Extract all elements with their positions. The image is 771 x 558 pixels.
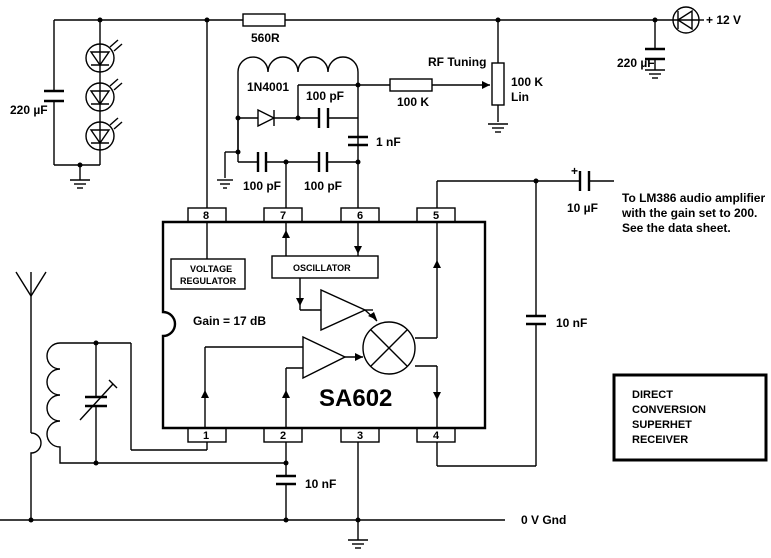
output-note-3: See the data sheet. <box>622 221 731 235</box>
oscillator-block <box>271 255 379 279</box>
tank-capacitor-right <box>317 152 329 172</box>
output-cap-polarity: + <box>571 164 578 178</box>
pin-3 <box>340 427 380 443</box>
mixer <box>362 321 416 375</box>
tuning-resistor <box>389 78 490 92</box>
oscillator-inductor <box>237 56 359 208</box>
pin-4-label: 4 <box>433 430 440 442</box>
output-note-1: To LM386 audio amplifier <box>622 191 765 205</box>
led-capacitor <box>44 89 64 103</box>
title-line-4: RECEIVER <box>632 434 688 446</box>
led-1 <box>85 39 123 73</box>
pin-8-label: 8 <box>203 210 209 222</box>
title-box <box>612 373 768 462</box>
led-capacitor-label: 220 µF <box>10 103 48 117</box>
output-wiring <box>436 178 614 467</box>
led-stack <box>85 39 123 151</box>
pin-5 <box>416 207 456 223</box>
oscillator-label: OSCILLATOR <box>293 263 351 273</box>
coupling-capacitor-label: 1 nF <box>376 135 401 149</box>
amplifier-lo <box>320 288 367 332</box>
tuning-potentiometer <box>491 17 505 122</box>
tank-capacitor-left-label: 100 pF <box>243 179 281 193</box>
pin-2 <box>263 427 303 443</box>
input-wiring <box>96 342 289 520</box>
pin2-capacitor <box>276 474 296 486</box>
supply-diode <box>672 6 704 34</box>
output-capacitor-label: 10 µF <box>567 201 598 215</box>
ground-rail <box>0 442 505 540</box>
pin-3-label: 3 <box>357 430 363 442</box>
title-line-2: CONVERSION <box>632 404 706 416</box>
led-2 <box>85 78 123 112</box>
coupling-capacitor <box>348 135 368 147</box>
title-line-1: DIRECT <box>632 389 673 401</box>
tuning-title: RF Tuning <box>428 55 486 69</box>
ground-symbol-supply <box>645 69 665 79</box>
pot-taper-label: Lin <box>511 90 529 104</box>
diode-label: 1N4001 <box>247 80 289 94</box>
varactor-diode <box>235 108 318 128</box>
pin4-5-capacitor <box>526 314 546 326</box>
led-3 <box>85 117 123 151</box>
pot-value-label: 100 K <box>511 75 543 89</box>
output-capacitor <box>578 171 591 191</box>
voltage-regulator-label-1: VOLTAGE <box>190 264 232 274</box>
ground-symbol-main <box>348 539 368 549</box>
tuning-capacitor <box>79 340 118 466</box>
voltage-regulator-label-2: REGULATOR <box>180 276 237 286</box>
title-line-3: SUPERHET <box>632 419 692 431</box>
tank-capacitor-left <box>256 152 268 172</box>
pin4-5-capacitor-label: 10 nF <box>556 316 587 330</box>
voltage-regulator-block <box>170 222 246 290</box>
internal-wiring <box>201 222 441 428</box>
pin-4 <box>416 427 456 443</box>
pin-6-label: 6 <box>357 210 363 222</box>
pin-6 <box>340 207 380 223</box>
diode-capacitor <box>317 108 358 128</box>
diode-capacitor-label: 100 pF <box>306 89 344 103</box>
ground-symbol-pot <box>488 123 508 133</box>
ground-symbol-leds <box>70 179 90 189</box>
supply-capacitor-label: 220 µF <box>617 56 655 70</box>
pin-5-label: 5 <box>433 210 439 222</box>
chip-name: SA602 <box>319 385 392 412</box>
tank-capacitor-right-label: 100 pF <box>304 179 342 193</box>
ground-symbol-tank <box>217 179 233 189</box>
pin-2-label: 2 <box>280 430 286 442</box>
input-transformer <box>30 342 96 520</box>
pin-1-label: 1 <box>203 430 209 442</box>
output-note-2: with the gain set to 200. <box>621 206 757 220</box>
resistor-560r-label: 560R <box>251 31 280 45</box>
resistor-560r <box>242 13 286 27</box>
pin-7 <box>263 207 303 223</box>
pin2-capacitor-label: 10 nF <box>305 477 336 491</box>
supply-voltage-label: + 12 V <box>706 13 741 27</box>
sa602-chip <box>161 220 487 430</box>
tuning-resistor-label: 100 K <box>397 95 429 109</box>
pin-7-label: 7 <box>280 210 286 222</box>
ground-label: 0 V Gnd <box>521 513 566 527</box>
amplifier-rf <box>302 335 347 380</box>
supply-capacitor <box>645 47 665 61</box>
antenna <box>15 271 47 433</box>
gain-label: Gain = 17 dB <box>193 314 266 328</box>
